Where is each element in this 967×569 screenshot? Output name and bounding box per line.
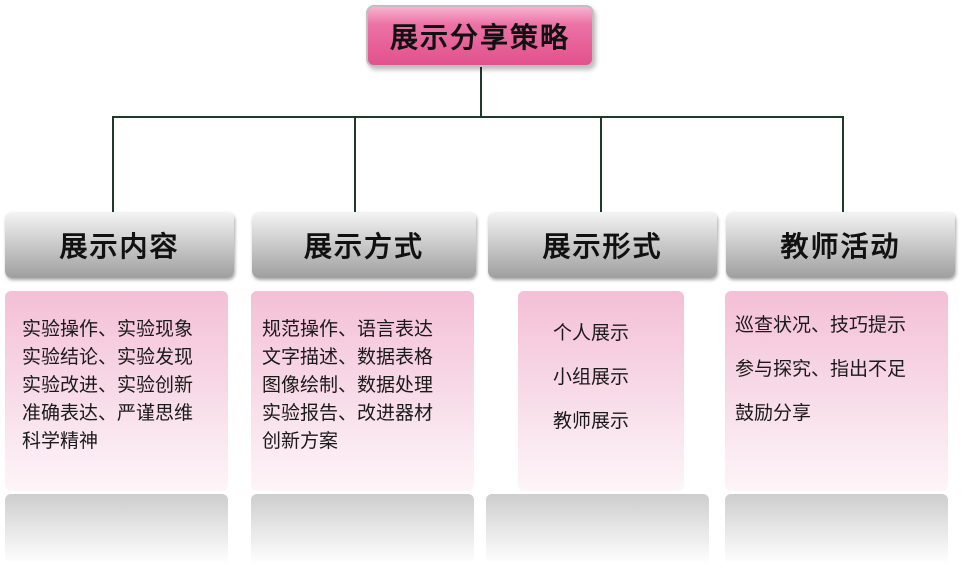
branch-card-method: 规范操作、语言表达 文字描述、数据表格 图像绘制、数据处理 实验报告、改进器材 … [251,291,474,491]
branch-header-method: 展示方式 [252,212,476,278]
list-item: 图像绘制、数据处理 [262,374,434,396]
list-item: 小组展示 [553,366,630,388]
list-item: 科学精神 [22,430,99,452]
list-item: 实验报告、改进器材 [262,402,434,424]
branch-card-content: 实验操作、实验现象 实验结论、实验发现 实验改进、实验创新 准确表达、严谨思维 … [5,291,228,491]
branch-card-teacher: 巡查状况、技巧提示 参与探究、指出不足 鼓励分享 [725,291,948,491]
list-item: 鼓励分享 [735,402,812,424]
branch-header-teacher: 教师活动 [726,212,955,278]
card-reflection [251,494,474,564]
list-item: 实验结论、实验发现 [22,346,194,368]
branch-header-content: 展示内容 [5,212,234,278]
branch-title: 展示方式 [303,230,424,263]
root-label: 展示分享策略 [389,21,570,54]
list-item: 创新方案 [262,430,339,452]
list-item: 个人展示 [553,322,630,344]
branch-header-form: 展示形式 [488,212,717,278]
list-item: 教师展示 [553,410,630,432]
list-item: 巡查状况、技巧提示 [735,314,907,336]
card-reflection [5,494,228,564]
list-item: 准确表达、严谨思维 [22,402,194,424]
card-reflection [486,494,709,564]
card-reflection [725,494,948,564]
branch-card-form: 个人展示 小组展示 教师展示 [518,291,684,491]
list-item: 文字描述、数据表格 [262,346,434,368]
list-item: 实验操作、实验现象 [22,318,194,340]
list-item: 参与探究、指出不足 [735,358,907,380]
branch-title: 展示内容 [59,230,180,263]
list-item: 实验改进、实验创新 [22,374,194,396]
root-node: 展示分享策略 [366,5,594,67]
list-item: 规范操作、语言表达 [262,318,434,340]
branch-title: 展示形式 [542,230,663,263]
branch-title: 教师活动 [780,230,901,263]
